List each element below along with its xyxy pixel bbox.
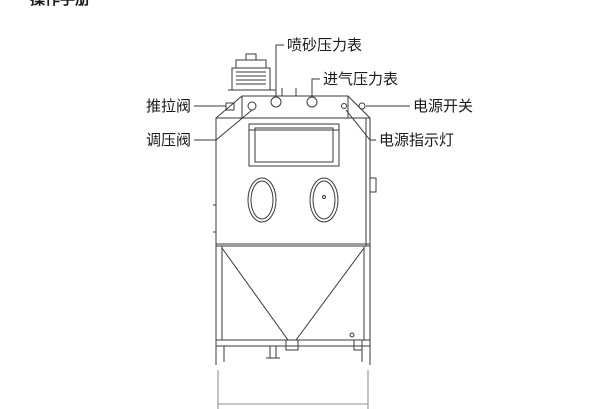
- label-power-switch: 电源开关: [413, 97, 474, 115]
- hopper: [215, 246, 371, 365]
- leader-lines: [194, 44, 410, 141]
- dimension-lines: [217, 370, 369, 409]
- viewing-window: [248, 123, 340, 167]
- glove-port-left: [247, 177, 277, 223]
- glove-port-right: [309, 177, 339, 223]
- leader-power-indicator: [345, 109, 376, 141]
- label-intake-gauge: 进气压力表: [323, 70, 399, 88]
- leader-intake-gauge: [311, 78, 320, 97]
- label-push-pull-valve: 推拉阀: [145, 97, 191, 115]
- power-indicator-light: [341, 103, 347, 109]
- motor: [228, 53, 276, 91]
- label-power-indicator: 电源指示灯: [379, 131, 455, 149]
- control-panel: [215, 88, 371, 119]
- panel-instruments: [218, 96, 366, 111]
- sandblast-gauge: [270, 96, 282, 108]
- intake-gauge: [306, 96, 318, 108]
- cabinet-body: [213, 117, 377, 247]
- leader-regulator-valve: [194, 109, 253, 141]
- glove-ports: [247, 177, 339, 223]
- power-switch: [358, 102, 366, 110]
- top-heading: 操作手册: [30, 0, 90, 8]
- regulator-valve-knob: [247, 101, 257, 111]
- label-regulator-valve: 调压阀: [145, 131, 191, 149]
- legs: [223, 339, 363, 362]
- label-sandblast-gauge: 喷砂压力表: [287, 36, 363, 54]
- leader-sandblast-gauge: [275, 44, 284, 97]
